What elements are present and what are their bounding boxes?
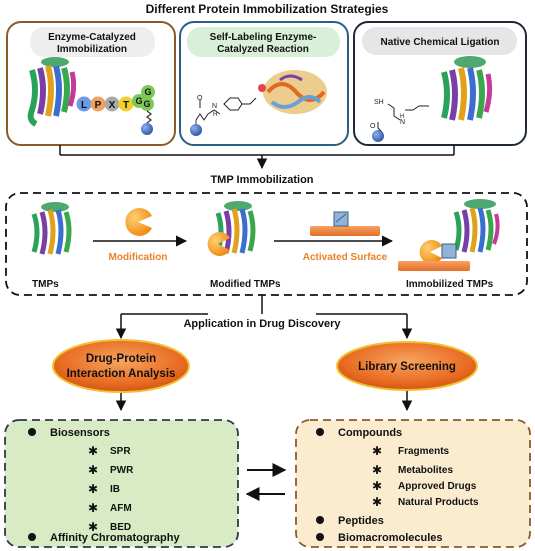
self-labeling-enzyme-icon	[258, 70, 327, 114]
asterisk-bullet: ✱	[88, 463, 98, 477]
asterisk-bullet: ✱	[88, 501, 98, 515]
tag-letter: G	[143, 99, 150, 109]
strategy-label-line2: Immobilization	[57, 44, 127, 55]
biosensor-item: PWR	[110, 465, 134, 476]
immobilized-tmp-icon	[398, 199, 500, 271]
library-screening-panel: Compounds ✱ Fragments ✱ Metabolites ✱ Ap…	[295, 419, 531, 548]
biomacromolecules-label: Biomacromolecules	[338, 532, 443, 544]
diagram-title: Different Protein Immobilization Strateg…	[146, 2, 389, 16]
oxygen-label: O	[197, 95, 203, 102]
tag-letter: X	[109, 100, 116, 111]
asterisk-bullet: ✱	[372, 444, 382, 458]
compound-item: Fragments	[398, 446, 450, 457]
activated-surface-label: Activated Surface	[303, 252, 388, 263]
tmps-caption: TMPs	[32, 279, 59, 290]
strategy-label-pill	[30, 27, 155, 57]
tmp-section-title: TMP Immobilization	[210, 174, 313, 186]
strategy-label-line1: Enzyme-Catalyzed	[48, 32, 136, 43]
biosensor-item: AFM	[110, 503, 132, 514]
chemical-linker	[195, 97, 257, 121]
biosensors-heading: Biosensors	[50, 427, 110, 439]
tmp-protein-icon	[31, 202, 72, 255]
modified-tmps-caption: Modified TMPs	[210, 279, 281, 290]
protein-structure-icon	[27, 57, 77, 127]
biosensor-item: SPR	[110, 446, 131, 457]
sortase-tag: L P X T G G G	[76, 85, 155, 112]
tag-letter: P	[95, 100, 102, 111]
compounds-heading: Compounds	[338, 427, 402, 439]
strategy-box-native-chemical-ligation: Native Chemical Ligation SH N H O	[353, 21, 527, 146]
peptides-label: Peptides	[338, 515, 384, 527]
drug-protein-label-line1: Drug-Protein	[86, 353, 156, 365]
compound-item: Metabolites	[398, 465, 453, 476]
amine-label: N	[212, 103, 217, 110]
asterisk-bullet: ✱	[372, 495, 382, 509]
hydrogen-label: H	[400, 114, 404, 120]
affinity-chromatography-label: Affinity Chromatography	[50, 532, 180, 544]
drug-protein-panel: Biosensors ✱ SPR ✱ PWR ✱ IB ✱ AFM ✱ BED …	[4, 419, 239, 548]
asterisk-bullet: ✱	[88, 444, 98, 458]
protein-structure-icon	[441, 56, 493, 121]
strategy-label-pill	[187, 27, 340, 57]
hydrogen-label: H	[213, 112, 217, 118]
strategy-label-line2: Catalyzed Reaction	[217, 44, 309, 55]
application-branches	[115, 313, 413, 340]
sulfhydryl-label: SH	[374, 99, 384, 106]
oxygen-label: O	[370, 123, 376, 130]
strategy-box-enzyme-catalyzed: Enzyme-Catalyzed Immobilization L P X T …	[6, 21, 176, 146]
biosensor-item: IB	[110, 484, 120, 495]
strategies-connector	[59, 145, 455, 170]
amine-label: N	[400, 119, 405, 126]
tag-letter: G	[144, 87, 151, 97]
tag-letter: T	[123, 100, 129, 111]
tag-letter: G	[135, 96, 142, 106]
asterisk-bullet: ✱	[372, 479, 382, 493]
activated-surface-icon	[310, 211, 380, 236]
asterisk-bullet: ✱	[88, 482, 98, 496]
modifier-icon	[125, 208, 152, 236]
biosensor-item: BED	[110, 522, 131, 533]
strategy-label-pill	[362, 27, 517, 55]
drug-protein-label-line2: Interaction Analysis	[67, 368, 176, 380]
bead-icon	[372, 130, 384, 142]
drug-protein-interaction-ellipse: Drug-Protein Interaction Analysis	[52, 339, 190, 393]
modified-tmp-icon	[207, 201, 256, 256]
library-screening-ellipse: Library Screening	[336, 341, 478, 391]
strategy-label-line1: Native Chemical Ligation	[381, 37, 500, 48]
application-title: Application in Drug Discovery	[183, 318, 341, 330]
asterisk-bullet: ✱	[88, 520, 98, 534]
immobilized-tmps-caption: Immobilized TMPs	[406, 279, 494, 290]
tag-letter: L	[81, 100, 87, 111]
compound-item: Approved Drugs	[398, 481, 477, 492]
compound-item: Natural Products	[398, 497, 479, 508]
tmp-section-frame	[5, 192, 528, 296]
bead-icon	[141, 123, 153, 135]
bead-icon	[190, 124, 202, 136]
library-screening-label: Library Screening	[358, 361, 456, 373]
asterisk-bullet: ✱	[372, 463, 382, 477]
modification-label: Modification	[109, 252, 168, 263]
strategy-label-line1: Self-Labeling Enzyme-	[210, 32, 317, 43]
strategy-box-self-labeling: Self-Labeling Enzyme- Catalyzed Reaction…	[179, 21, 349, 146]
